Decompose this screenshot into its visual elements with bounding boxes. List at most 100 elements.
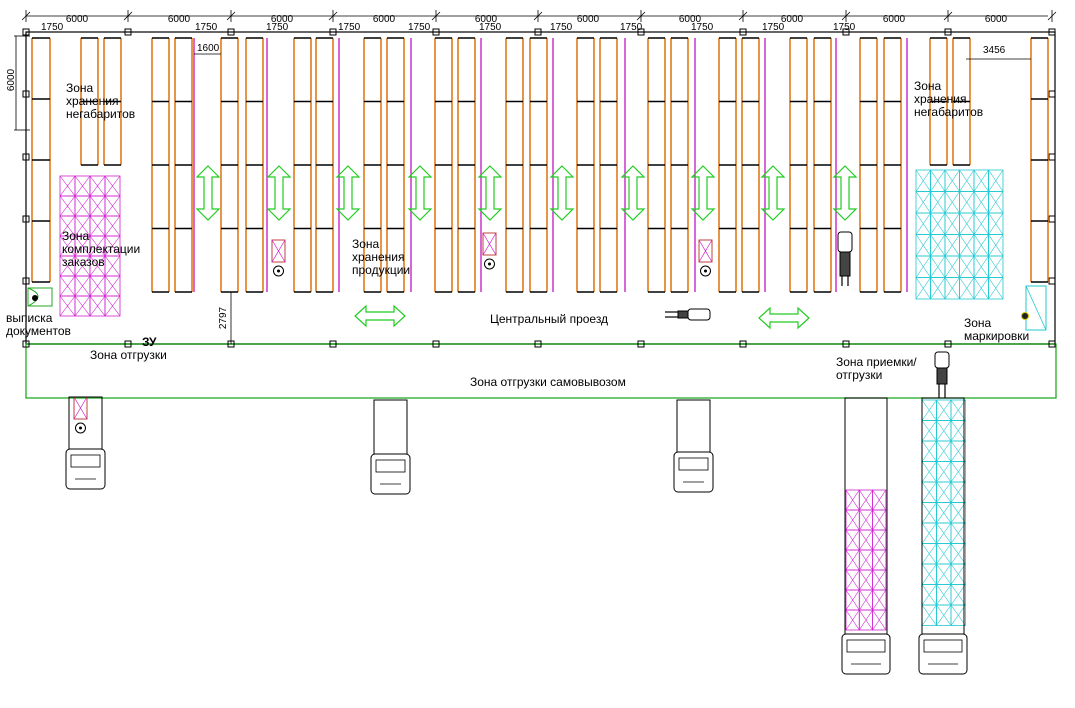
- vertical-arrow: [760, 165, 786, 221]
- pallet-diagonal: [872, 589, 887, 611]
- trucks: [65, 396, 968, 675]
- pallet-diagonal: [845, 489, 860, 511]
- zone-storage: Зона хранения продукции: [352, 237, 410, 277]
- rack: [151, 37, 170, 293]
- pallet-diagonal: [872, 609, 887, 631]
- truck-cab: [370, 453, 411, 495]
- pallet-diagonal: [872, 509, 887, 531]
- pallet-diagonal: [930, 169, 946, 192]
- pallet-grid: [59, 175, 121, 317]
- pallet-grid: [845, 489, 887, 631]
- workstation: [1021, 312, 1029, 320]
- cart-diagonal: [271, 239, 286, 263]
- pallet-diagonal: [104, 175, 121, 197]
- rack: [386, 37, 405, 293]
- pallet-diagonal: [950, 461, 966, 483]
- workstation: [32, 295, 38, 301]
- pallet-diagonal: [915, 169, 931, 192]
- dim-aisle-8: 1750: [691, 22, 714, 33]
- dim-slash: [943, 11, 953, 21]
- zone-central-pass: Центральный проезд: [490, 312, 608, 326]
- pallet-diagonal: [944, 169, 960, 192]
- pallet-diagonal: [921, 563, 937, 585]
- dim-pass-depth: 2797: [218, 306, 229, 329]
- equipment: [27, 231, 1047, 434]
- rack: [718, 37, 737, 293]
- pallet-diagonal: [89, 215, 106, 237]
- pallet-diagonal: [950, 399, 966, 421]
- truck: [370, 399, 411, 495]
- rack: [670, 37, 689, 293]
- cart-handle: [273, 265, 284, 277]
- pallet-diagonal: [950, 543, 966, 565]
- pallet-diagonal: [59, 255, 76, 277]
- pallet-diagonal: [921, 461, 937, 483]
- dim-aisle-1: 1750: [195, 22, 218, 33]
- pallet-diagonal: [921, 604, 937, 626]
- pallet-diagonal: [89, 175, 106, 197]
- dim-inner-width: 1600: [197, 43, 220, 54]
- dim-top-10: 6000: [985, 14, 1008, 25]
- pallet-grid: [915, 169, 1004, 300]
- dim-slash: [328, 11, 338, 21]
- desk-arc: [27, 287, 39, 307]
- pallet-diagonal: [74, 295, 91, 317]
- storage-racks: [31, 37, 1049, 293]
- zone-receiving: Зона приемки/ отгрузки: [836, 355, 920, 382]
- pallet-grids: [59, 169, 1004, 631]
- pallet-diagonal: [950, 522, 966, 544]
- pallet-diagonal: [959, 277, 975, 300]
- column: [22, 28, 30, 36]
- column: [329, 340, 337, 348]
- rack: [80, 37, 99, 166]
- rack: [505, 37, 524, 293]
- rack: [813, 37, 832, 293]
- rack: [576, 37, 595, 293]
- dim-top-1: 6000: [66, 14, 89, 25]
- cart-handle-hub: [704, 269, 707, 273]
- pallet-diagonal: [59, 275, 76, 297]
- vertical-arrow: [407, 165, 433, 221]
- column: [432, 28, 440, 36]
- pallet-diagonal: [74, 255, 91, 277]
- desk-outline: [1025, 285, 1047, 331]
- pallet-diagonal: [845, 569, 860, 591]
- pallet-diagonal: [59, 235, 76, 257]
- horizontal-arrow: [354, 304, 406, 328]
- cart-handle-hub: [277, 269, 280, 273]
- pallet-diagonal: [859, 569, 873, 591]
- truck-window: [846, 639, 886, 653]
- hand-pallet-truck: [482, 232, 497, 270]
- dim-aisle-4: 1750: [408, 22, 431, 33]
- pallet-diagonal: [845, 549, 860, 571]
- pallet-diagonal: [988, 169, 1004, 192]
- pallet-diagonal: [988, 234, 1004, 257]
- cart-handle-hub: [488, 262, 491, 266]
- dim-top-9: 6000: [883, 14, 906, 25]
- truck-window: [375, 459, 406, 473]
- truck-cab: [65, 448, 106, 490]
- cart-diagonal: [73, 396, 88, 420]
- rack: [789, 37, 808, 293]
- pallet-diagonal: [59, 175, 76, 197]
- dim-top-2: 6000: [168, 14, 191, 25]
- pallet-diagonal: [859, 589, 873, 611]
- pallet-diagonal: [950, 604, 966, 626]
- column: [1048, 90, 1056, 98]
- pallet-diagonal: [921, 420, 937, 442]
- column: [1048, 153, 1056, 161]
- marking-desk: [1021, 285, 1047, 331]
- vertical-arrow: [195, 165, 221, 221]
- pallet-diagonal: [915, 234, 931, 257]
- pallet-diagonal: [104, 235, 121, 257]
- building-columns: [22, 28, 1056, 348]
- pallet-diagonal: [944, 277, 960, 300]
- pallet-diagonal: [921, 543, 937, 565]
- truck-body: [373, 399, 408, 455]
- column: [944, 340, 952, 348]
- dim-slash: [738, 11, 748, 21]
- pallet-diagonal: [936, 543, 952, 565]
- pallet-diagonal: [973, 255, 989, 278]
- rack: [599, 37, 618, 293]
